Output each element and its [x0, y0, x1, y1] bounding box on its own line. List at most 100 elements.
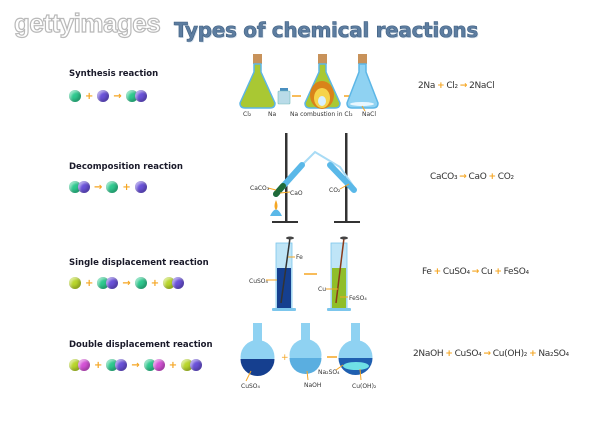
cylinder-iron-sulfate — [327, 236, 351, 311]
single-displacement-illustration: Fe CuSO₄ Cu FeSO₄ — [249, 236, 367, 311]
formula: CuSO₄ — [454, 349, 482, 359]
atom-magenta — [152, 359, 165, 371]
label-naoh: NaOH — [304, 382, 321, 389]
plus-sign: + — [94, 359, 103, 371]
lab-stand — [285, 133, 288, 223]
formula: CuSO₄ — [442, 267, 470, 277]
flask-combustion — [304, 54, 341, 109]
flame-icon — [274, 200, 278, 210]
label-fe: Fe — [296, 254, 303, 261]
plus-sign: + — [529, 349, 537, 359]
formula: CO₂ — [497, 172, 514, 182]
label-nacl: NaCl — [362, 111, 376, 118]
equation-decomposition: CaCO₃→CaO+CO₂ — [430, 172, 514, 182]
label-co2: CO₂ — [329, 187, 341, 194]
label-cuso4: CuSO₄ — [249, 278, 269, 285]
molecule — [143, 359, 165, 371]
plus-sign: + — [445, 349, 453, 359]
label-combustion: Na combustion in Cl₂ — [290, 111, 353, 118]
arrow-icon: → — [459, 172, 467, 182]
flask-sodium-chloride — [346, 54, 379, 109]
double-displacement-illustration: + CuSO₄ NaOH Na₂SO₄ Cu(OH)₂ — [240, 323, 377, 390]
label-cu: Cu — [318, 286, 326, 293]
label-feso4: FeSO₄ — [349, 295, 367, 302]
arrow-icon: → — [94, 181, 103, 193]
arrow-icon: → — [122, 277, 131, 289]
molecule — [134, 277, 147, 289]
atom-purple — [134, 90, 147, 102]
molecule — [106, 181, 119, 193]
arrow-icon: → — [483, 349, 491, 359]
plus-sign: + — [433, 267, 442, 277]
atom-lime — [69, 277, 81, 289]
label-na2so4: Na₂SO₄ — [318, 369, 340, 376]
formula: Na₂SO₄ — [538, 349, 569, 359]
flask-products — [338, 323, 373, 376]
flask-chlorine — [239, 54, 276, 109]
atom-purple — [172, 277, 185, 289]
ball-model-double-displacement: + → + — [69, 358, 203, 372]
molecule — [134, 181, 147, 193]
label-cl2: Cl₂ — [243, 111, 252, 118]
plus-sign: + — [488, 172, 497, 182]
ball-model-synthesis: +→ — [69, 89, 147, 103]
decomposition-illustration: CaCO₃ CaO CO₂ — [250, 133, 360, 223]
atom-purple — [115, 359, 128, 371]
molecule — [69, 277, 81, 289]
plus-sign: + — [85, 90, 94, 102]
iron-nail — [280, 237, 291, 304]
atom-green — [69, 90, 81, 102]
formula: CaCO₃ — [430, 172, 458, 182]
reaction-name-single-displacement: Single displacement reaction — [69, 258, 209, 268]
reaction-name-decomposition: Decomposition reaction — [69, 162, 183, 172]
cylinder-copper-sulfate — [272, 236, 296, 311]
molecule — [106, 359, 128, 371]
formula: Fe — [422, 267, 432, 277]
equation-double-displacement: 2NaOH+CuSO₄→Cu(OH)₂+Na₂SO₄ — [413, 349, 569, 359]
plus-sign: + — [85, 277, 94, 289]
formula: CaO — [468, 172, 487, 182]
burner — [270, 209, 282, 216]
ball-model-single-displacement: + → + — [69, 276, 185, 290]
molecule — [69, 359, 90, 371]
test-tube-gas — [327, 162, 357, 193]
copper-coated-nail — [335, 237, 345, 304]
plus-sign: + — [494, 267, 502, 277]
reaction-name-double-displacement: Double displacement reaction — [69, 340, 213, 350]
watermark-logo: gettyimages — [13, 7, 161, 38]
delivery-tube — [275, 150, 357, 195]
plus-sign: + — [150, 277, 160, 289]
formula: Cu(OH)₂ — [492, 349, 528, 359]
synthesis-illustration: Cl₂ Na Na combustion in Cl₂ NaCl — [239, 54, 379, 118]
equation-synthesis: 2Na+Cl₂→2NaCl — [418, 81, 495, 91]
formula: Cl₂ — [446, 81, 458, 91]
atom-purple — [106, 277, 119, 289]
molecule — [69, 90, 81, 102]
ball-model-decomposition: →+ — [69, 180, 147, 194]
label-cao: CaO — [290, 190, 303, 197]
label-cuso4: CuSO₄ — [241, 383, 261, 390]
sodium-bottle — [277, 88, 291, 105]
atom-magenta — [78, 359, 90, 371]
label-cuoh2: Cu(OH)₂ — [352, 383, 377, 390]
plus-sign: + — [168, 359, 178, 371]
arrow-icon: → — [131, 359, 140, 371]
formula: 2Na — [418, 81, 436, 91]
page-title: Types of chemical reactions — [174, 18, 479, 43]
molecule — [181, 359, 203, 371]
atom-purple — [190, 359, 203, 371]
atom-purple — [78, 181, 90, 193]
plus-sign: + — [122, 181, 131, 193]
molecule — [69, 181, 90, 193]
label-caco3: CaCO₃ — [250, 185, 270, 192]
flask-sodium-hydroxide — [289, 323, 322, 374]
formula: 2NaOH — [413, 349, 444, 359]
reaction-name-synthesis: Synthesis reaction — [69, 69, 159, 79]
equation-single-displacement: Fe+CuSO₄→Cu+FeSO₄ — [422, 267, 529, 277]
formula: Cu — [481, 267, 493, 277]
atom-green — [106, 181, 119, 193]
plus-sign: + — [437, 81, 445, 91]
formula: FeSO₄ — [503, 267, 529, 277]
atom-purple — [97, 90, 110, 102]
